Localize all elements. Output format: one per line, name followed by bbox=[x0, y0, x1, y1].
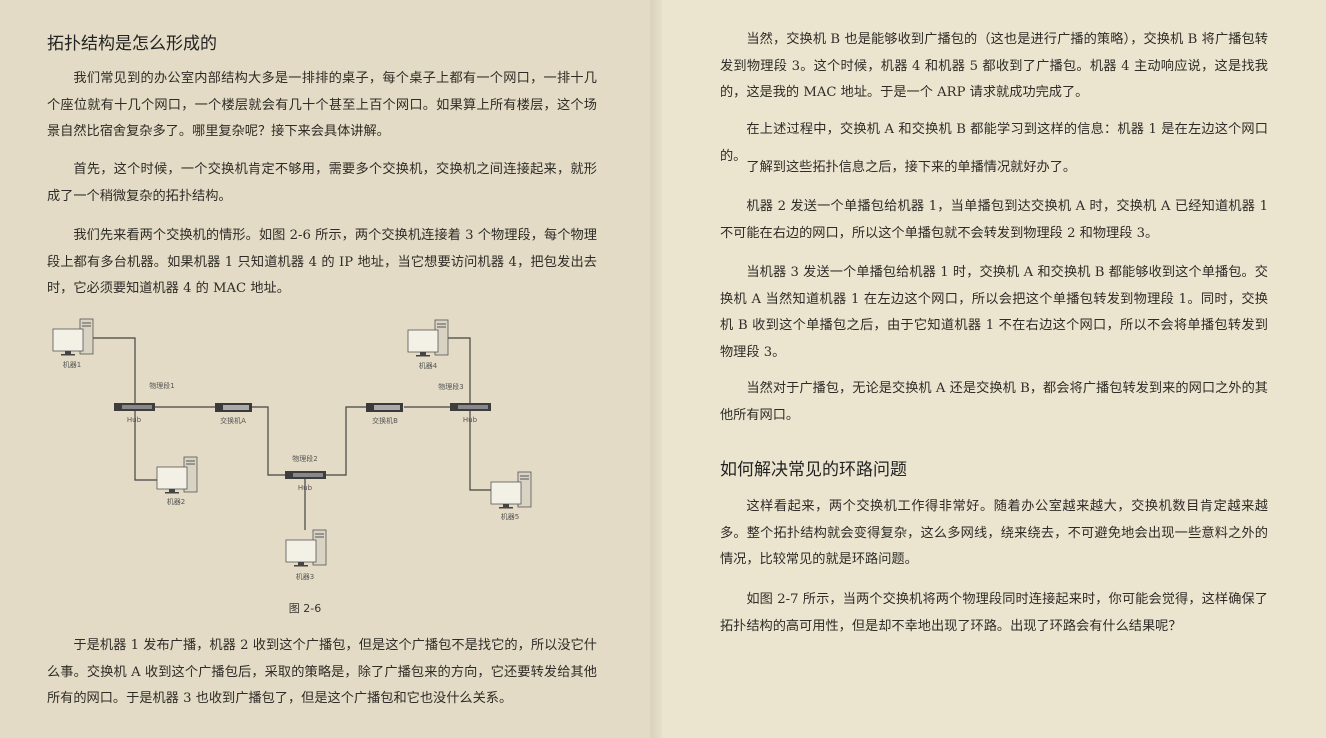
hub-label: Hub bbox=[298, 484, 313, 492]
hub-icon bbox=[285, 471, 326, 479]
paragraph: 当然对于广播包，无论是交换机 A 还是交换机 B，都会将广播包转发到来的网口之外… bbox=[720, 381, 1268, 423]
hub-icon bbox=[114, 403, 155, 411]
machine-label: 机器3 bbox=[296, 572, 314, 581]
paragraph: 这样看起来，两个交换机工作得非常好。随着办公室越来越大，交换机数目肯定越来越多。… bbox=[720, 499, 1268, 567]
paragraph: 当然，交换机 B 也是能够收到广播包的（这也是进行广播的策略），交换机 B 将广… bbox=[720, 32, 1268, 100]
section-heading: 拓扑结构是怎么形成的 bbox=[47, 34, 217, 54]
paragraph: 如图 2-7 所示，当两个交换机将两个物理段同时连接起来时，你可能会觉得，这样确… bbox=[720, 592, 1268, 634]
machine-label: 机器2 bbox=[167, 497, 185, 506]
computer-icon bbox=[490, 471, 532, 509]
switch-label: 交换机A bbox=[220, 416, 246, 425]
computer-icon bbox=[285, 529, 327, 567]
left-page: 拓扑结构是怎么形成的 我们常见到的办公室内部结构大多是一排排的桌子，每个桌子上都… bbox=[0, 0, 656, 738]
paragraph: 机器 2 发送一个单播包给机器 1，当单播包到达交换机 A 时，交换机 A 已经… bbox=[720, 199, 1268, 241]
network-topology-diagram: 机器1 机器2 机器3 机器4 机器5 物理段1 物理段2 物理段3 Hub H… bbox=[52, 318, 532, 581]
figure-caption: 图 2-6 bbox=[288, 602, 322, 615]
section-heading: 如何解决常见的环路问题 bbox=[720, 460, 907, 480]
segment-label: 物理段3 bbox=[438, 382, 463, 391]
switch-label: 交换机B bbox=[372, 416, 398, 425]
switch-icon bbox=[215, 403, 252, 412]
paragraph: 了解到这些拓扑信息之后，接下来的单播情况就好办了。 bbox=[746, 160, 1077, 175]
hub-label: Hub bbox=[463, 416, 478, 424]
switch-icon bbox=[366, 403, 403, 412]
paragraph: 我们先来看两个交换机的情形。如图 2-6 所示，两个交换机连接着 3 个物理段，… bbox=[47, 228, 597, 296]
paragraph: 在上述过程中，交换机 A 和交换机 B 都能学习到这样的信息：机器 1 是在左边… bbox=[720, 122, 1268, 164]
paragraph: 于是机器 1 发布广播，机器 2 收到这个广播包，但是这个广播包不是找它的，所以… bbox=[47, 638, 597, 706]
segment-label: 物理段1 bbox=[149, 381, 174, 390]
machine-label: 机器5 bbox=[501, 512, 519, 521]
paragraph: 我们常见到的办公室内部结构大多是一排排的桌子，每个桌子上都有一个网口，一排十几个… bbox=[47, 71, 597, 139]
computer-icon bbox=[407, 319, 449, 357]
hub-label: Hub bbox=[127, 416, 142, 424]
right-page: 当然，交换机 B 也是能够收到广播包的（这也是进行广播的策略），交换机 B 将广… bbox=[656, 0, 1326, 738]
paragraph: 当机器 3 发送一个单播包给机器 1 时，交换机 A 和交换机 B 都能够收到这… bbox=[720, 265, 1268, 360]
machine-label: 机器1 bbox=[63, 360, 81, 369]
hub-icon bbox=[450, 403, 491, 411]
segment-label: 物理段2 bbox=[292, 454, 317, 463]
book-gutter bbox=[650, 0, 662, 738]
paragraph: 首先，这个时候，一个交换机肯定不够用，需要多个交换机，交换机之间连接起来，就形成… bbox=[47, 162, 597, 204]
machine-label: 机器4 bbox=[419, 361, 438, 370]
computer-icon bbox=[156, 456, 198, 494]
computer-icon bbox=[52, 318, 94, 356]
